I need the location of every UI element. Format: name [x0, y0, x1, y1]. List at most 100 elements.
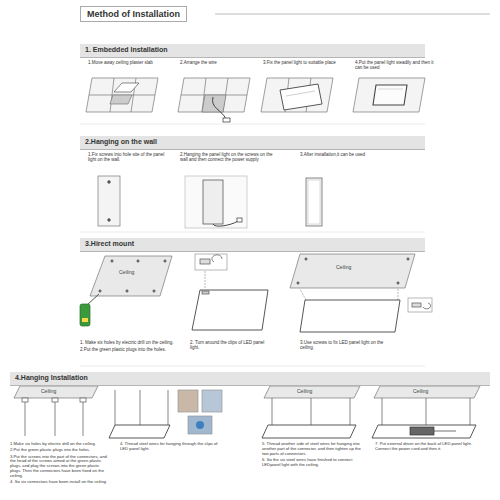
clip-turn-figure-part	[212, 255, 222, 262]
title-rule	[215, 14, 490, 15]
surface-label: Ceiling	[118, 270, 135, 276]
driver-panel-figure-part	[382, 398, 383, 425]
hanging-panel-figure-part	[264, 386, 360, 398]
driver-panel-figure-part	[426, 398, 427, 425]
drill-ceiling-figure-part	[137, 260, 139, 262]
connector-ceiling-figure-part	[22, 398, 28, 402]
section-title: 2.Hanging on the wall	[85, 138, 420, 146]
driver-panel-figure-part	[434, 431, 456, 432]
drill-ceiling-figure-part	[153, 290, 155, 292]
screw-mount-figure-part	[408, 298, 432, 312]
step-caption: 1.Fix screws into hole site of the panel…	[88, 152, 173, 162]
panel-installed-figure-part	[378, 89, 403, 90]
panel-insert-figure	[261, 78, 333, 112]
connector-ceiling-figure-part	[83, 402, 84, 436]
wire-figure-part	[213, 97, 226, 119]
drill-ceiling-figure-part	[80, 304, 90, 326]
connector-ceiling-figure-part	[55, 402, 56, 436]
step-caption: 2. Turn around the clips of LED panel li…	[190, 340, 270, 350]
wire-thread-figure-part	[202, 390, 222, 412]
wire-thread-figure-part	[115, 390, 116, 425]
screw-mount-figure-part	[423, 303, 431, 309]
section-frame	[80, 124, 425, 366]
hanging-panel-figure-part	[350, 398, 351, 425]
wall-screws-figure	[98, 176, 120, 226]
step-caption: 2.Put the green plastic plugs into the h…	[80, 347, 175, 352]
section-header: 1. Embedded Installation	[80, 44, 425, 58]
ceiling-grid-figure-part	[114, 83, 139, 92]
step-caption: 2.Put the green plastic plugs into the h…	[10, 448, 110, 453]
connector-ceiling-figure-part	[52, 398, 58, 402]
screw-mount-figure	[290, 254, 432, 332]
step-caption: 6. So the six steel wires have finished …	[262, 458, 367, 468]
clip-turn-figure-part	[195, 254, 227, 270]
drill-ceiling-figure-part	[164, 260, 166, 262]
step-caption: 7. Put external driver on the back of LE…	[375, 442, 485, 452]
section-header: 4.Hanging Installation	[10, 372, 490, 386]
drill-ceiling-figure-part	[90, 256, 172, 296]
drill-ceiling-figure-part	[87, 294, 99, 305]
driver-panel-figure-part	[374, 386, 480, 398]
hanging-panel-figure	[262, 386, 360, 438]
ceiling-grid-figure	[86, 78, 158, 112]
section-frame-part	[80, 366, 425, 367]
surface-label: Ceiling	[40, 389, 57, 395]
wall-hanging-figure-part	[213, 221, 238, 226]
step-caption: 3.After installation,it can be used	[300, 152, 385, 157]
section-title: 4.Hanging Installation	[15, 374, 485, 382]
clip-turn-figure-part	[200, 259, 210, 264]
panel-installed-figure	[353, 78, 425, 112]
surface-label: Ceiling	[412, 389, 429, 395]
clip-turn-figure-part	[192, 290, 268, 330]
driver-panel-figure-part	[470, 398, 471, 425]
wall-screws-figure-part	[108, 181, 111, 184]
wire-thread-figure-part	[140, 390, 141, 425]
wire-thread-figure	[109, 390, 222, 438]
page-title: Method of Installation	[80, 6, 187, 22]
section-header: 2.Hanging on the wall	[80, 136, 425, 150]
section-frame-part	[80, 232, 425, 233]
wall-hanging-figure-part	[185, 176, 247, 228]
screw-mount-figure-part	[397, 282, 399, 284]
step-caption: 3.Put the screws into the part of the co…	[10, 455, 110, 479]
hanging-panel-figure-part	[262, 425, 356, 438]
drill-ceiling-figure-part	[82, 318, 88, 322]
panel-insert-figure-part	[261, 78, 333, 112]
step-caption: 2.Arrange the wire	[180, 60, 250, 65]
surface-label: Ceiling	[296, 389, 313, 395]
screw-mount-figure-part	[412, 303, 421, 307]
ceiling-grid-figure-part	[86, 78, 158, 112]
wall-hanging-figure	[185, 176, 247, 228]
section-title: 1. Embedded Installation	[85, 46, 420, 54]
connector-ceiling-figure-part	[14, 386, 98, 398]
connector-ceiling-figure	[14, 386, 98, 436]
wire-figure-part	[202, 95, 226, 112]
step-caption: 1. Make six holes by electric drill on t…	[80, 340, 175, 345]
hanging-panel-figure-part	[272, 398, 273, 425]
clip-turn-figure-part	[205, 271, 206, 288]
step-caption: 3.Fix the panel light to suitable place	[263, 60, 338, 65]
wall-finished-figure	[306, 178, 322, 226]
clip-turn-figure	[192, 254, 268, 330]
wall-finished-figure-part	[306, 178, 322, 226]
wire-figure-part	[223, 118, 230, 122]
wire-thread-figure-part	[178, 390, 198, 412]
screw-mount-figure-part	[290, 254, 415, 288]
drill-ceiling-figure	[80, 256, 172, 326]
connector-ceiling-figure-part	[25, 402, 26, 436]
step-caption: 2.Hanging the panel light on the screws …	[180, 152, 280, 162]
wall-hanging-figure-part	[203, 180, 223, 224]
title-rule-part	[215, 14, 490, 15]
clip-turn-figure-part	[202, 291, 209, 294]
step-caption: 4. Thread steel wires for hanging throug…	[120, 442, 220, 452]
panel-insert-figure-part	[280, 84, 322, 110]
step-caption: 4.Put the panel light steadily and then …	[355, 60, 435, 70]
step-caption: 3.Use screws to fix LED panel light on t…	[300, 340, 390, 350]
screw-mount-figure-part	[300, 289, 306, 300]
ceiling-grid-figure-part	[110, 95, 132, 104]
drill-ceiling-figure-part	[126, 290, 128, 292]
step-caption: 1.Make six holes by electric drill on th…	[10, 442, 110, 447]
wire-thread-figure-part	[188, 416, 212, 434]
wall-screws-figure-part	[98, 176, 120, 226]
section-frame-part	[80, 124, 425, 125]
